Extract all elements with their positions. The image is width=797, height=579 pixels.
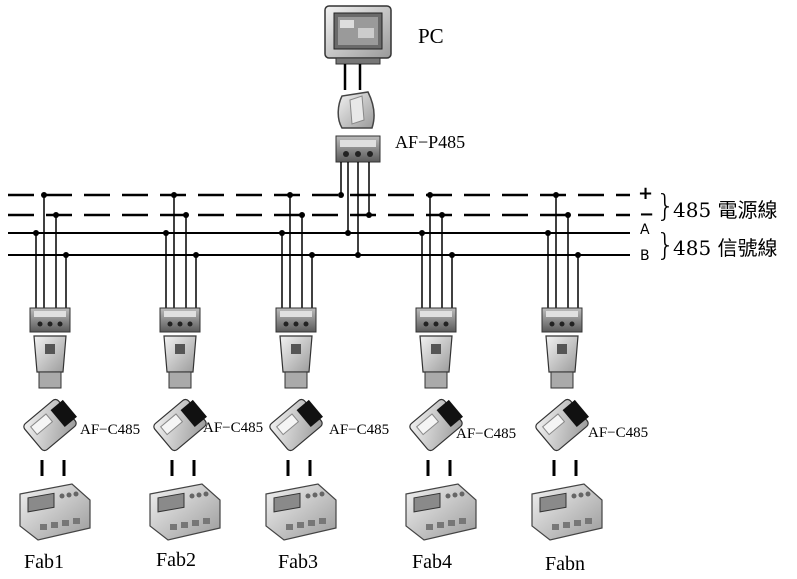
power-plus-label: + — [638, 183, 653, 204]
fab-label-1: Fab1 — [24, 551, 64, 574]
power-bus — [8, 195, 630, 215]
db9-connector-icon — [34, 336, 66, 388]
db9-connector-icon — [164, 336, 196, 388]
db9-connector-icon — [420, 336, 452, 388]
c485-label-5: AF−C485 — [588, 425, 648, 442]
pc-label: PC — [418, 24, 444, 49]
af-c485-converter-icon — [268, 395, 327, 452]
af-p485-adapter-icon — [336, 92, 380, 162]
node-1 — [20, 192, 90, 540]
signal-bus — [8, 233, 630, 255]
af-c485-converter-icon — [408, 395, 467, 452]
fab-label-3: Fab3 — [278, 551, 318, 574]
terminal-block-icon — [160, 308, 200, 332]
terminal-block-icon — [416, 308, 456, 332]
fab-label-4: Fab4 — [412, 551, 452, 574]
pc-monitor-icon — [325, 6, 391, 64]
db9-connector-icon — [280, 336, 312, 388]
fab-label-2: Fab2 — [156, 549, 196, 572]
fab-device-icon — [20, 484, 90, 540]
af-c485-converter-icon — [534, 395, 593, 452]
fab-device-icon — [406, 484, 476, 540]
af-c485-converter-icon — [22, 395, 81, 452]
signal-bus-label: 485 信號線 — [673, 232, 778, 261]
fab-device-icon — [150, 484, 220, 540]
node-2 — [150, 192, 220, 540]
fab-device-icon — [532, 484, 602, 540]
power-bus-label: 485 電源線 — [673, 194, 778, 223]
terminal-block-icon — [542, 308, 582, 332]
c485-label-3: AF−C485 — [329, 422, 389, 439]
db9-connector-icon — [546, 336, 578, 388]
c485-label-2: AF−C485 — [203, 420, 263, 437]
c485-label-1: AF−C485 — [80, 422, 140, 439]
node-4 — [406, 192, 476, 540]
node-3 — [266, 192, 336, 540]
af-p485-label: AF−P485 — [395, 132, 465, 153]
fab-device-icon — [266, 484, 336, 540]
terminal-block-icon — [30, 308, 70, 332]
c485-label-4: AF−C485 — [456, 426, 516, 443]
signal-b-label: B — [640, 248, 650, 264]
fab-label-5: Fabn — [545, 553, 585, 576]
terminal-block-icon — [276, 308, 316, 332]
signal-a-label: A — [640, 222, 650, 238]
node-5 — [532, 192, 602, 540]
